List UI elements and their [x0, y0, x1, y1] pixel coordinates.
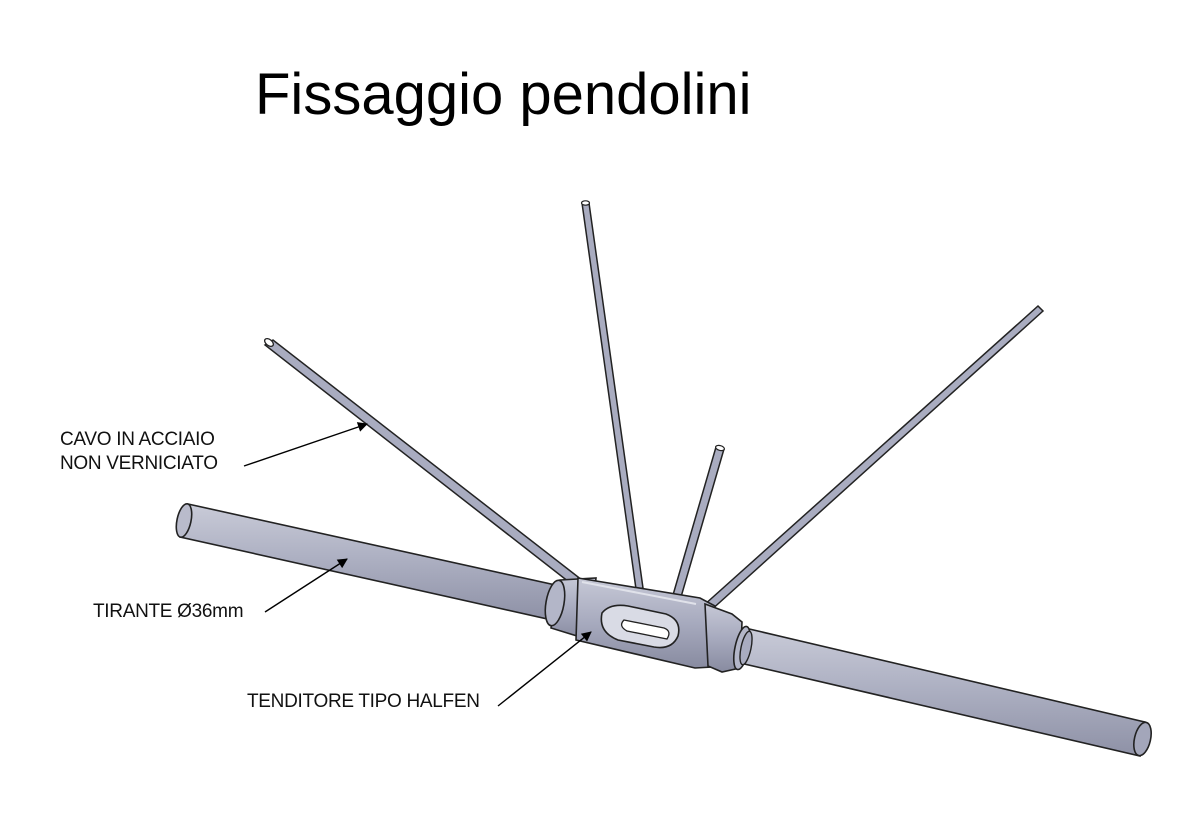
leader-tenditore: [497, 631, 592, 707]
leader-tirante: [264, 558, 348, 613]
label-cavo-line1: CAVO IN ACCIAIO: [60, 429, 215, 450]
cable-right: [701, 304, 1045, 614]
label-tirante: TIRANTE Ø36mm: [93, 601, 244, 622]
cable-top: [580, 200, 644, 590]
leader-cavo: [243, 422, 368, 467]
label-cavo-line2: NON VERNICIATO: [60, 453, 218, 474]
label-tenditore: TENDITORE TIPO HALFEN: [247, 691, 480, 712]
turnbuckle: [544, 577, 753, 673]
label-cavo-in-acciaio: CAVO IN ACCIAIO NON VERNICIATO: [60, 428, 218, 476]
tie-rod-right: [739, 627, 1152, 757]
diagram-title: Fissaggio pendolini: [255, 62, 752, 127]
